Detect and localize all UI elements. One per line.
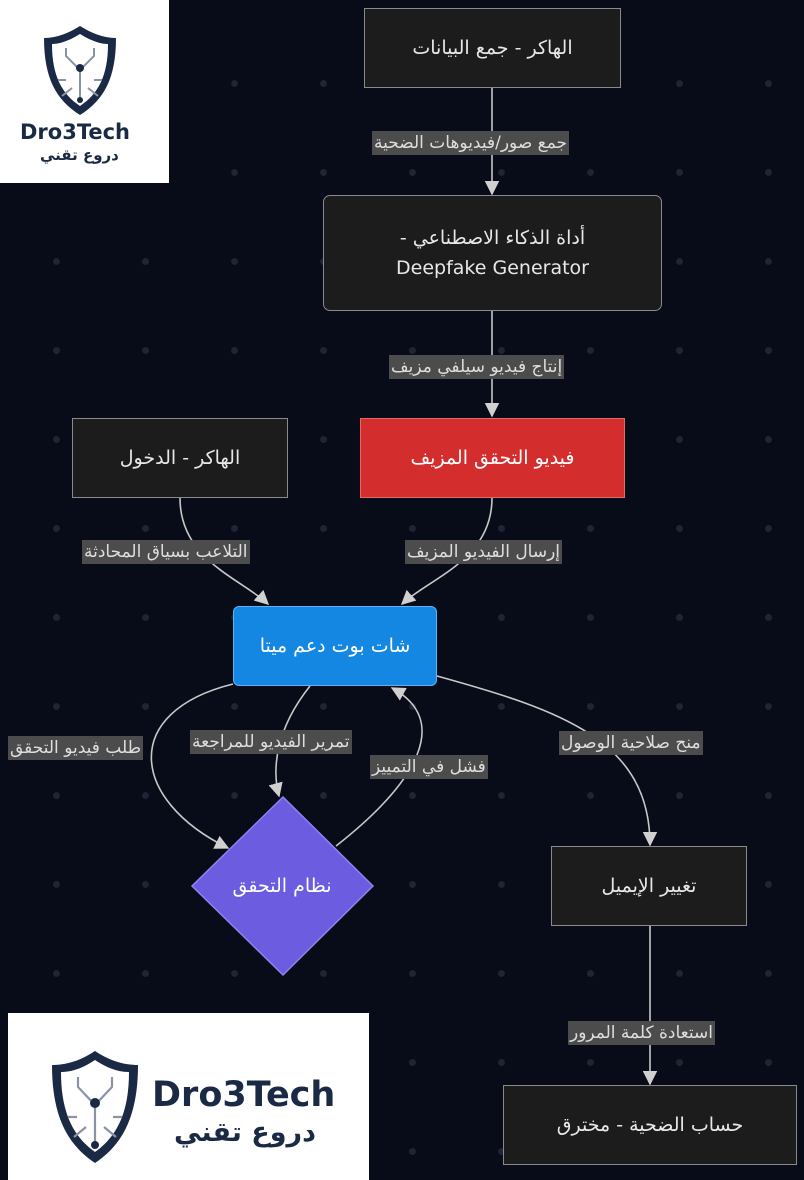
- edge-request-video: [150, 683, 234, 849]
- shield-icon: [52, 1051, 138, 1163]
- brand-arabic-top: دروع تقني: [40, 146, 119, 164]
- shield-icon: [44, 26, 116, 115]
- edge-manipulate-context: [179, 497, 270, 605]
- node-hacker-collect: الهاكر - جمع البيانات: [364, 8, 621, 88]
- node-ai-tool-line1: أداة الذكاء الاصطناعي -: [399, 226, 586, 249]
- node-change-email-label: تغيير الإيميل: [601, 874, 697, 897]
- label-pass-video: تمرير الفيديو للمراجعة: [190, 730, 352, 754]
- node-fake-video: فيديو التحقق المزيف: [360, 418, 625, 498]
- brand-arabic-bottom: دروع تقني: [174, 1117, 316, 1148]
- node-change-email: تغيير الإيميل: [551, 846, 747, 926]
- node-hacker-login: الهاكر - الدخول: [72, 418, 288, 498]
- logo-bottom: Dro3Tech دروع تقني: [8, 1013, 369, 1180]
- label-password-recovery: استعادة كلمة المرور: [568, 1021, 715, 1045]
- node-ai-tool: أداة الذكاء الاصطناعي - Deepfake Generat…: [323, 195, 662, 311]
- node-victim-account-label: حساب الضحية - مخترق: [556, 1113, 744, 1136]
- node-hacker-collect-label: الهاكر - جمع البيانات: [412, 36, 573, 59]
- node-meta-bot: شات بوت دعم ميتا: [233, 606, 437, 686]
- edge-fail-detect: [335, 687, 423, 847]
- node-fake-video-label: فيديو التحقق المزيف: [410, 446, 575, 469]
- label-send-fake-video: إرسال الفيديو المزيف: [405, 540, 563, 564]
- label-manipulate-context: التلاعب بسياق المحادثة: [82, 540, 250, 564]
- node-ai-tool-line2: Deepfake Generator: [396, 257, 589, 279]
- brand-name-top: Dro3Tech: [20, 120, 131, 144]
- label-grant-access: منح صلاحية الوصول: [559, 731, 703, 755]
- logo-top: Dro3Tech دروع تقني: [0, 0, 169, 183]
- label-request-video: طلب فيديو التحقق: [8, 736, 144, 760]
- label-produce-selfie: إنتاج فيديو سيلفي مزيف: [389, 355, 565, 379]
- node-hacker-login-label: الهاكر - الدخول: [119, 446, 241, 469]
- node-meta-bot-label: شات بوت دعم ميتا: [259, 634, 411, 657]
- label-collect-media: جمع صور/فيديوهات الضحية: [372, 131, 570, 155]
- label-fail-detect: فشل في التمييز: [370, 755, 488, 779]
- decision-diamond: [190, 795, 375, 977]
- node-verification-system: نظام التحقق: [232, 875, 332, 897]
- brand-name-bottom: Dro3Tech: [152, 1075, 336, 1115]
- edge-send-fake-video: [400, 497, 493, 605]
- node-victim-account: حساب الضحية - مخترق: [503, 1085, 797, 1165]
